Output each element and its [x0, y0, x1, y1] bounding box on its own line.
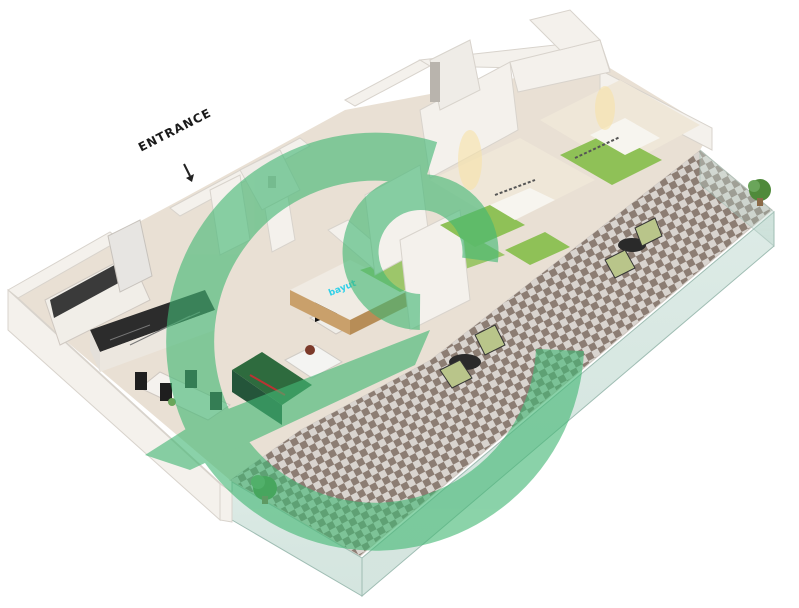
logo-ring-icon	[145, 132, 584, 551]
bedroom-2	[540, 80, 700, 185]
plant-terrace-right	[748, 179, 771, 206]
entrance-arrow-icon	[183, 163, 194, 182]
terrace-furniture	[439, 217, 663, 389]
bathroom-1	[429, 39, 481, 111]
